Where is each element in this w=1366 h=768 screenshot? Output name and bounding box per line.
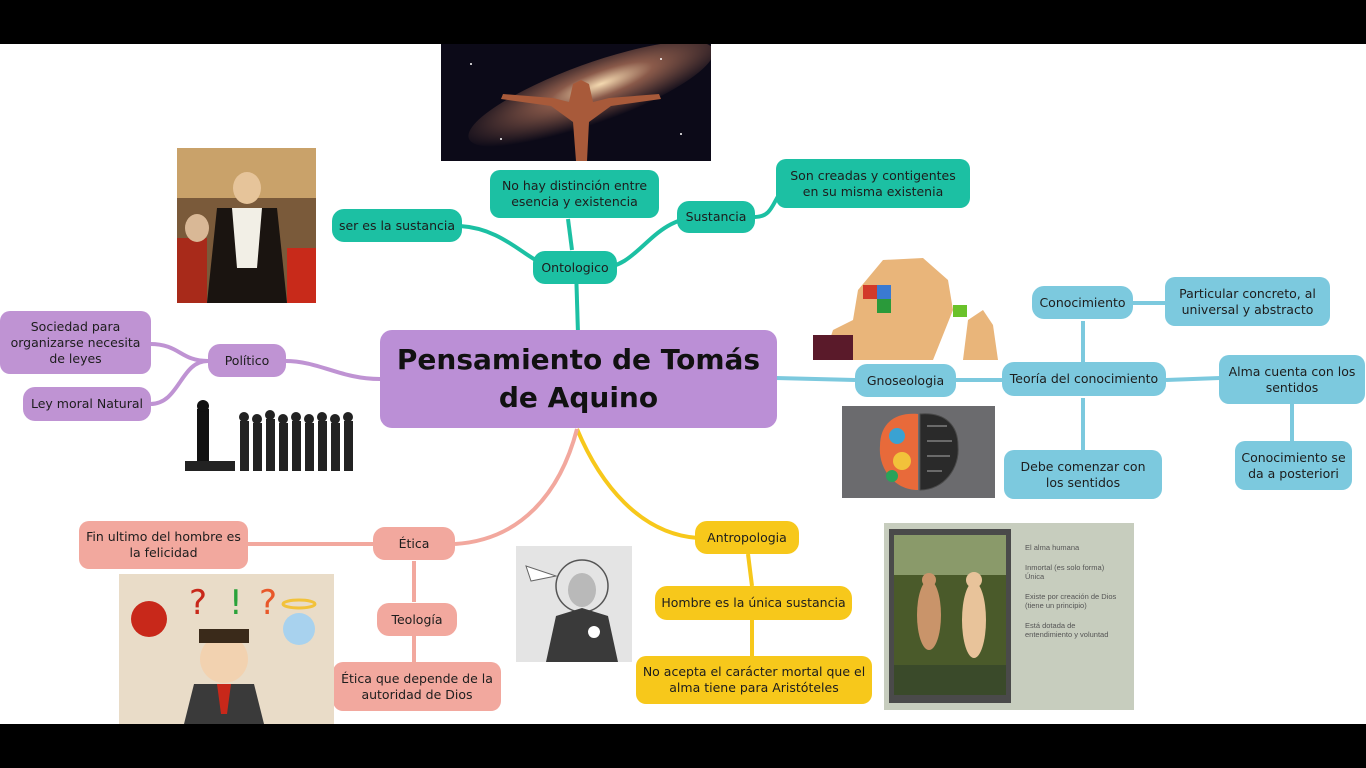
node-conocimiento-posteriori[interactable]: Conocimiento se da a posteriori (1235, 441, 1352, 490)
node-teologia[interactable]: Teología (377, 603, 457, 636)
node-ley-moral-label: Ley moral Natural (31, 396, 143, 411)
node-no-hay-distincion-label: No hay distinción entre esencia y existe… (501, 178, 648, 209)
node-fin-label: Fin ultimo del hombre es la felicidad (86, 529, 241, 560)
brain-image (842, 406, 995, 498)
node-hombre-sustancia[interactable]: Hombre es la única sustancia (655, 586, 852, 620)
node-ontologico[interactable]: Ontologico (533, 251, 617, 284)
connector-lines (149, 182, 1294, 662)
slide-alma-humana: El alma humana Inmortal (es solo forma) … (884, 523, 1134, 710)
slide-line-6: Está dotada de (1025, 621, 1076, 630)
node-politico-label: Político (224, 352, 270, 368)
node-teoria-del-conocimiento[interactable]: Teoría del conocimiento (1002, 362, 1166, 396)
node-gnoseologia[interactable]: Gnoseologia (855, 364, 956, 397)
node-antropologia[interactable]: Antropologia (695, 521, 799, 554)
node-conocimiento-label: Conocimiento (1039, 294, 1126, 310)
node-ley-moral[interactable]: Ley moral Natural (23, 387, 151, 421)
node-no-acepta[interactable]: No acepta el carácter mortal que el alma… (636, 656, 872, 704)
node-teologia-label: Teología (391, 611, 443, 627)
node-alma-cuenta[interactable]: Alma cuenta con los sentidos (1219, 355, 1365, 404)
node-son-creadas[interactable]: Son creadas y contigentes en su misma ex… (776, 159, 970, 208)
mind-map-canvas: Pensamiento de Tomás de Aquino Ontologic… (0, 44, 1366, 724)
node-etica[interactable]: Ética (373, 527, 455, 560)
galaxy-man-image (441, 44, 711, 161)
node-fin-ultimo[interactable]: Fin ultimo del hombre es la felicidad (79, 521, 248, 569)
node-antropologia-label: Antropologia (707, 529, 787, 545)
node-son-creadas-label: Son creadas y contigentes en su misma ex… (790, 167, 956, 199)
slide-line-3: Única (1025, 572, 1045, 581)
node-hombre-label: Hombre es la única sustancia (661, 595, 846, 610)
node-particular-label: Particular concreto, al universal y abst… (1179, 285, 1316, 317)
slide-line-1: El alma humana (1025, 543, 1080, 552)
node-sociedad[interactable]: Sociedad para organizarse necesita de le… (0, 311, 151, 374)
saint-painting-image (177, 148, 316, 303)
node-ontologico-label: Ontologico (541, 259, 609, 275)
node-particular-concreto[interactable]: Particular concreto, al universal y abst… (1165, 277, 1330, 326)
slide-line-2: Inmortal (es solo forma) (1025, 563, 1105, 572)
node-sociedad-label: Sociedad para organizarse necesita de le… (10, 318, 141, 366)
node-politico[interactable]: Político (208, 344, 286, 377)
node-teoria-label: Teoría del conocimiento (1009, 371, 1159, 386)
node-etica-label: Ética (398, 535, 430, 551)
node-debe-comenzar[interactable]: Debe comenzar con los sentidos (1004, 450, 1162, 499)
node-alma-label: Alma cuenta con los sentidos (1228, 363, 1356, 395)
puzzle-head-image (813, 250, 1006, 360)
svg-text:!: ! (229, 583, 243, 623)
saint-engraving-image (516, 546, 632, 662)
node-debe-label: Debe comenzar con los sentidos (1020, 458, 1146, 490)
slide-line-5: (tiene un principio) (1025, 601, 1087, 610)
node-no-acepta-label: No acepta el carácter mortal que el alma… (642, 664, 866, 695)
node-sustancia[interactable]: Sustancia (677, 201, 755, 233)
node-posteriori-label: Conocimiento se da a posteriori (1241, 449, 1346, 481)
slide-line-7: entendimiento y voluntad (1025, 630, 1109, 639)
node-sustancia-label: Sustancia (685, 209, 747, 224)
crowd-silhouette-image (185, 399, 365, 477)
node-conocimiento[interactable]: Conocimiento (1032, 286, 1133, 319)
slide-text: El alma humana Inmortal (es solo forma) … (1025, 543, 1131, 639)
node-ser-es-la-sustancia[interactable]: ser es la sustancia (332, 209, 462, 242)
central-topic[interactable]: Pensamiento de Tomás de Aquino (380, 330, 777, 428)
node-gnoseologia-label: Gnoseologia (866, 372, 945, 388)
svg-text:?: ? (259, 583, 277, 623)
svg-text:?: ? (189, 583, 207, 623)
node-depende-label: Ética que depende de la autoridad de Dio… (341, 670, 493, 702)
node-etica-depende[interactable]: Ética que depende de la autoridad de Dio… (333, 662, 501, 711)
slide-line-4: Existe por creación de Dios (1025, 592, 1117, 601)
central-topic-label: Pensamiento de Tomás de Aquino (396, 343, 761, 414)
angel-devil-image: ? ! ? (119, 574, 334, 724)
node-ser-es-la-sustancia-label: ser es la sustancia (338, 217, 456, 233)
node-no-hay-distincion[interactable]: No hay distinción entre esencia y existe… (490, 170, 659, 218)
